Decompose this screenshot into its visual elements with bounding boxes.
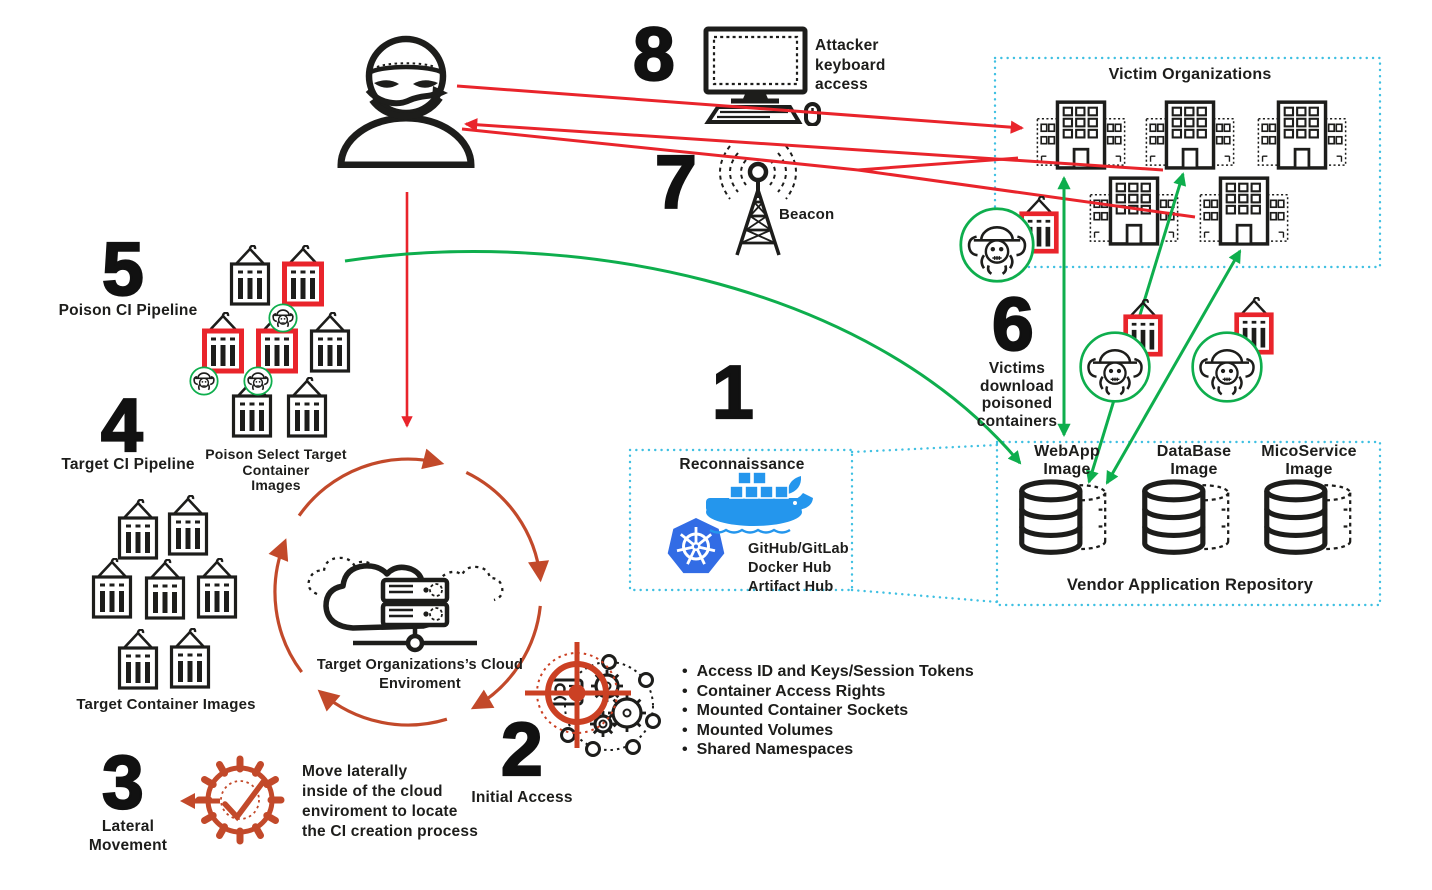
attacker-computer-icon (700, 24, 825, 126)
step-1-number: 1 (711, 350, 755, 434)
step-7-label: Beacon (779, 206, 835, 223)
kubernetes-logo-icon (666, 516, 726, 578)
docker-logo-icon (702, 464, 814, 544)
poisoned-container-icon (281, 245, 325, 307)
step-8-number: 8 (632, 12, 676, 96)
initial-access-capabilities-list: Access ID and Keys/Session TokensContain… (682, 662, 974, 760)
poisoned-container-icon (1122, 299, 1164, 357)
beacon-antenna-icon (710, 138, 806, 258)
reconnaissance-services: GitHub/GitLab Docker Hub Artifact Hub (748, 541, 849, 595)
vendor-repository-title: Vendor Application Repository (1066, 576, 1314, 594)
container-icon (90, 558, 134, 620)
cloud-environment-label: Target Organizations’s Cloud Enviroment (316, 657, 524, 692)
cloud-environment-icon (295, 520, 525, 665)
step-5-label: Poison CI Pipeline (58, 302, 198, 319)
step-2-number: 2 (500, 707, 544, 791)
poisoned-container-icon (255, 312, 299, 374)
step-6-number: 6 (991, 282, 1035, 366)
database-image-label: DataBase Image (1156, 443, 1232, 478)
poison-marker-icon (268, 303, 298, 333)
poisoned-container-icon (1018, 196, 1060, 254)
repository-image-icon (1263, 472, 1368, 566)
capability-bullet: Mounted Volumes (682, 721, 974, 741)
container-icon (195, 558, 239, 620)
container-icon (168, 628, 212, 690)
green-curve-poisoned-image-to-repository (344, 250, 1022, 465)
container-icon (116, 629, 160, 691)
malware-skull-icon (1078, 330, 1152, 404)
webapp-image-label: WebApp Image (1034, 443, 1100, 478)
attacker-icon (336, 28, 476, 168)
step-7-number: 7 (654, 140, 698, 224)
step-4-label: Target CI Pipeline (61, 456, 195, 473)
container-icon (116, 499, 160, 561)
box-connector-bottom (850, 588, 999, 604)
container-icon (166, 495, 210, 557)
malware-skull-icon (1190, 330, 1264, 404)
lateral-movement-gear-icon (176, 752, 288, 848)
container-icon (143, 559, 187, 621)
capability-bullet: Mounted Container Sockets (682, 701, 974, 721)
victim-building-icon (1088, 174, 1180, 246)
poisoned-container-icon (201, 312, 245, 374)
step-8-label: Attacker keyboard access (815, 37, 886, 93)
malware-skull-icon (958, 206, 1036, 284)
capability-bullet: Shared Namespaces (682, 740, 974, 760)
victim-building-icon (1198, 174, 1290, 246)
reconnaissance-title: Reconnaissance (679, 456, 805, 473)
container-icon (228, 245, 272, 307)
poison-select-caption: Poison Select Target Container Images (205, 446, 347, 493)
step-5-number: 5 (101, 227, 145, 311)
container-icon (308, 312, 352, 374)
victim-building-icon (1144, 98, 1236, 170)
repository-image-icon (1141, 472, 1246, 566)
step-3-number: 3 (101, 740, 145, 824)
container-icon (285, 377, 329, 439)
red-line-beacon-fan-lower (857, 168, 1196, 219)
capability-bullet: Access ID and Keys/Session Tokens (682, 662, 974, 682)
poison-marker-icon (243, 366, 273, 396)
lateral-movement-note: Move laterally inside of the cloud envir… (302, 763, 479, 840)
poisoned-container-icon (1233, 297, 1275, 355)
initial-access-crosshair-icon (505, 636, 675, 771)
step-3-label: Lateral Movement (88, 818, 168, 854)
capability-bullet: Container Access Rights (682, 682, 974, 702)
container-icon (230, 377, 274, 439)
victim-building-icon (1256, 98, 1348, 170)
box-connector-top (850, 443, 999, 454)
repository-image-icon (1018, 472, 1123, 566)
poison-marker-icon (189, 366, 219, 396)
step-2-label: Initial Access (471, 789, 573, 806)
target-container-images-label: Target Container Images (76, 696, 256, 713)
red-arrow-victims-to-attacker (464, 118, 1164, 172)
victim-building-icon (1035, 98, 1127, 170)
step-4-number: 4 (100, 383, 144, 467)
green-arrow-repo-building-2 (1085, 172, 1187, 484)
victim-organizations-box (993, 56, 1382, 269)
step-6-label: Victims download poisoned containers (976, 360, 1058, 430)
victim-organizations-title: Victim Organizations (1108, 66, 1272, 83)
microservice-image-label: MicoService Image (1261, 443, 1357, 478)
